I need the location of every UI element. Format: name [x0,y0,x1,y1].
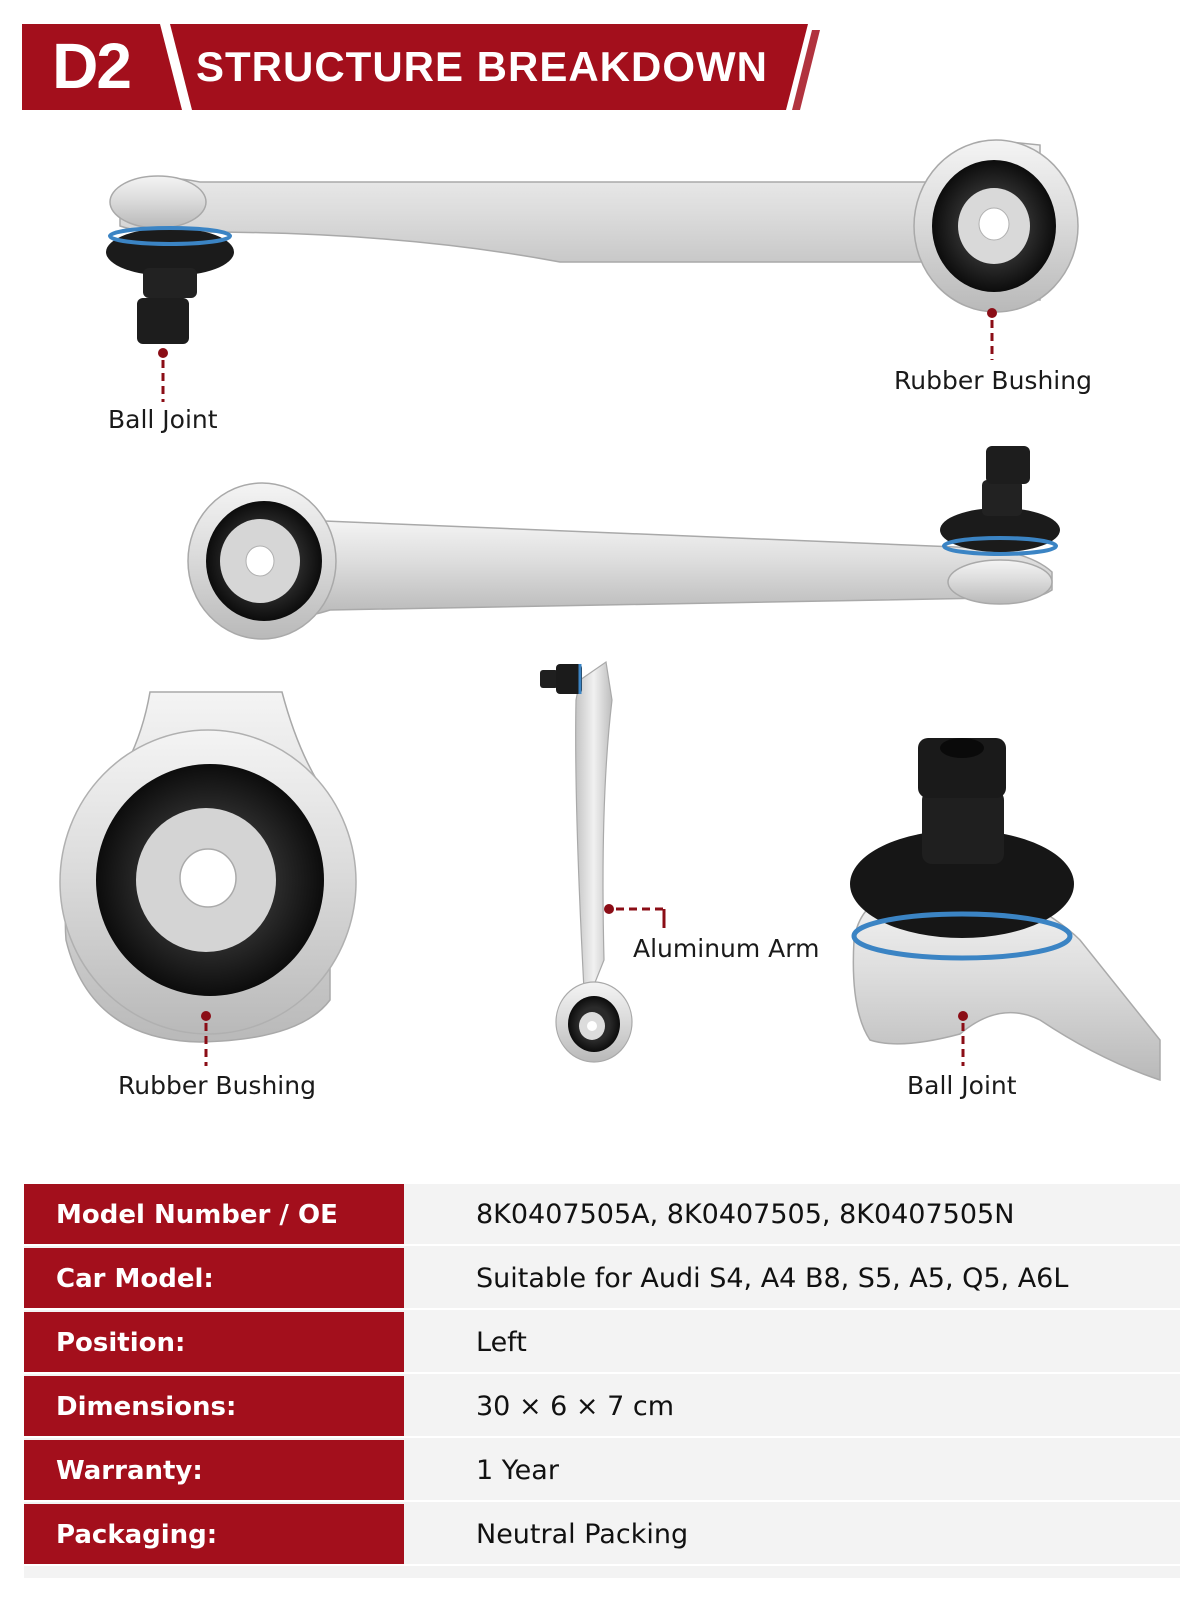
spec-label: Packaging: [24,1504,404,1566]
callout-dot [158,348,168,358]
callout-dot [201,1011,211,1021]
spec-label: Warranty: [24,1440,404,1502]
callout-aluminum-arm: Aluminum Arm [633,934,820,963]
spec-label: Position: [24,1312,404,1374]
callout-dot [987,308,997,318]
product-illustrations: Ball Joint Rubber Bushing Aluminum Arm R… [59,139,1161,1100]
section-title: STRUCTURE BREAKDOWN [196,43,768,90]
spec-label: Model Number / OE NO.: [24,1184,404,1292]
callout-ball-joint-top: Ball Joint [108,405,218,434]
callout-dot [604,904,614,914]
spec-value: Left [404,1312,1180,1374]
spec-value: 30 × 6 × 7 cm [404,1376,1180,1438]
spec-row-model-number: Model Number / OE NO.: 8K0407505A, 8K040… [24,1184,1180,1292]
section-header: D2 STRUCTURE BREAKDOWN [0,0,1200,120]
section-badge: D2 [52,30,132,102]
spec-row-car-model: Car Model: Suitable for Audi S4, A4 B8, … [24,1248,1180,1310]
spec-value: 8K0407505A, 8K0407505, 8K0407505N [404,1184,1180,1246]
ball-joint-closeup [850,738,1161,1082]
spec-value: 1 Year [404,1440,1180,1502]
spec-table: Model Number / OE NO.: 8K0407505A, 8K040… [24,1184,1180,1578]
bushing-closeup [59,691,357,1043]
spec-row-position: Position: Left [24,1312,1180,1374]
callout-dot [958,1011,968,1021]
header-banner [22,24,820,110]
control-arm-top [106,139,1079,344]
spec-value: Suitable for Audi S4, A4 B8, S5, A5, Q5,… [404,1248,1180,1310]
spec-row-dimensions: Dimensions: 30 × 6 × 7 cm [24,1376,1180,1438]
spec-row-warranty: Warranty: 1 Year [24,1440,1180,1502]
spec-label: Dimensions: [24,1376,404,1438]
spec-value: Neutral Packing [404,1504,1180,1566]
control-arm-vertical [540,660,633,1063]
control-arm-middle [187,446,1060,640]
callout-rubber-bushing-top: Rubber Bushing [894,366,1092,395]
spec-row-packaging: Packaging: Neutral Packing [24,1504,1180,1566]
callout-ball-joint-bottom: Ball Joint [907,1071,1017,1100]
callout-rubber-bushing-bottom: Rubber Bushing [118,1071,316,1100]
spec-label: Car Model: [24,1248,404,1310]
